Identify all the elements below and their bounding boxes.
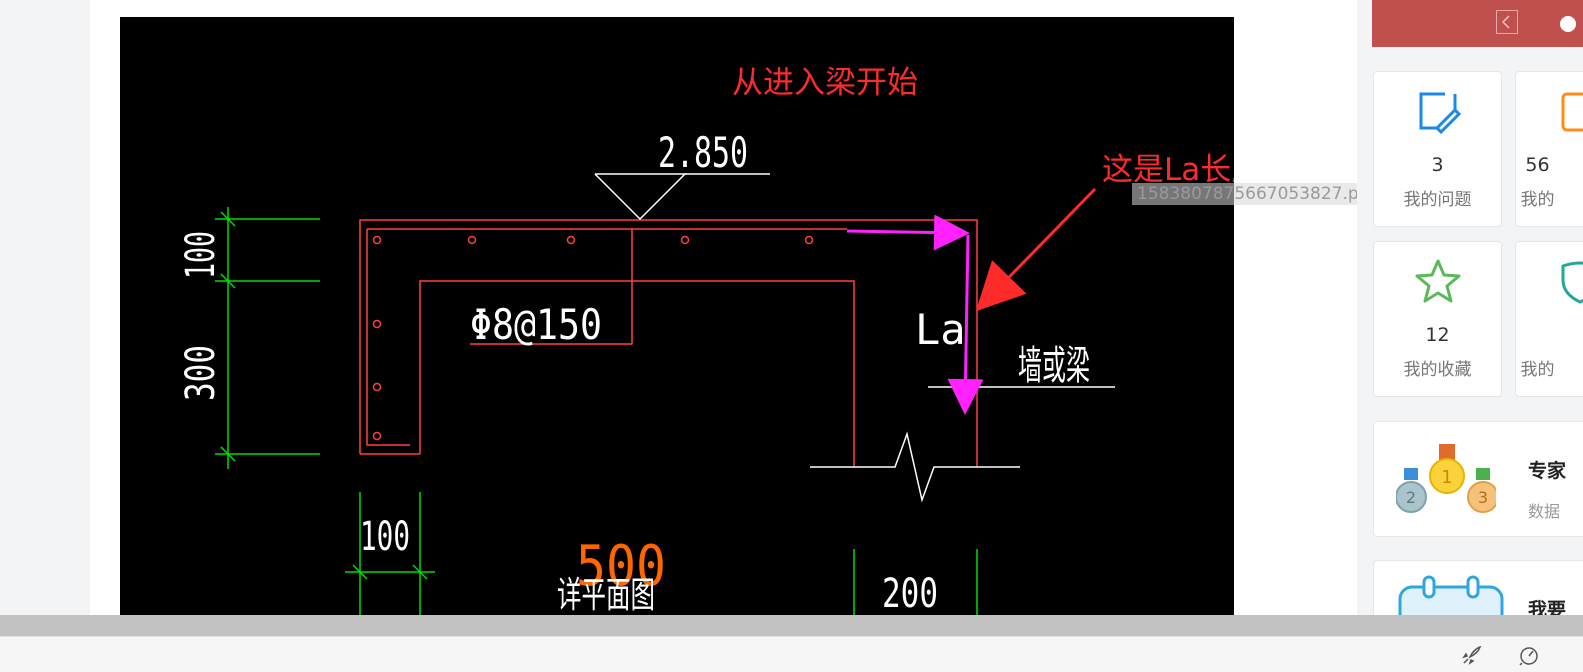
calendar-icon [1398,575,1504,615]
stat-card-second[interactable]: 56 我的 [1515,71,1583,227]
stat-count: 12 [1425,324,1450,346]
svg-text:1: 1 [1441,467,1452,488]
medals-icon: 1 2 3 [1396,444,1496,513]
stat-card-favorites[interactable]: 12 我的收藏 [1373,241,1502,397]
feature-card-experts[interactable]: 1 2 3 专家 数据 [1373,421,1583,537]
rebar-dots [372,235,814,441]
collapse-button[interactable] [1496,10,1518,34]
annotation-la-text: 这是La长度 [1102,152,1234,188]
right-sidebar: 3 我的问题 56 我的 12 我的收藏 我的 1 2 3 [1357,0,1583,615]
stat-label: 我的问题 [1403,190,1472,210]
wall-beam-text: 墙或梁 [1018,343,1090,389]
stat-count: 56 [1525,154,1550,176]
elevation-symbol [594,173,1115,503]
clipboard-icon [1561,92,1583,132]
image-filename-tooltip: 1583807875667053827.png [1132,183,1386,205]
stat-label: 我的收藏 [1403,360,1472,380]
dim-100-bottom-text: 100 [360,514,410,560]
dimension-lines-left [215,207,320,469]
cad-drawing-image[interactable]: 从进入梁开始 这是La长度 2.850 Φ8@150 La 墙或梁 100 30… [120,17,1234,615]
svg-text:2: 2 [1406,488,1416,507]
elevation-text: 2.850 [658,128,748,177]
feature-subtitle: 数据 [1528,502,1561,521]
chevron-left-icon [1501,15,1510,29]
svg-text:3: 3 [1478,488,1488,507]
feature-title: 我要 [1528,599,1567,615]
rocket-icon[interactable] [1460,645,1482,667]
dim-200-text: 200 [882,571,938,615]
stat-label: 我的 [1520,360,1555,380]
dim-500-text: 500 [576,534,666,599]
detail-plan-text: 详平面图 [557,575,655,615]
speed-icon[interactable] [1518,645,1540,667]
stat-card-fourth[interactable]: 我的 [1515,241,1583,397]
la-arrows [846,214,984,415]
dim-100-top-text: 100 [178,231,224,279]
dim-300-text: 300 [178,345,224,401]
beam-outline [359,219,978,467]
stat-label: 我的 [1520,190,1555,210]
shield-icon [1561,261,1583,304]
sidebar-header [1372,0,1583,47]
stat-count: 3 [1431,154,1444,176]
stat-card-questions[interactable]: 3 我的问题 [1373,71,1502,227]
feature-card-request[interactable]: 我要 [1373,560,1583,615]
edit-icon [1419,92,1461,134]
rebar-spec-text: Φ8@150 [470,300,602,349]
left-gutter [0,0,90,615]
dimension-lines-bottom [345,492,978,615]
carousel-dot[interactable] [1560,16,1576,32]
bottom-toolbar [0,636,1583,672]
annotation-start-text: 从进入梁开始 [732,65,918,101]
star-icon [1415,259,1461,303]
la-pointer-arrow [975,187,1097,312]
la-text: La [915,305,966,354]
horizontal-scrollbar[interactable] [0,615,1583,636]
feature-title: 专家 [1528,460,1567,482]
